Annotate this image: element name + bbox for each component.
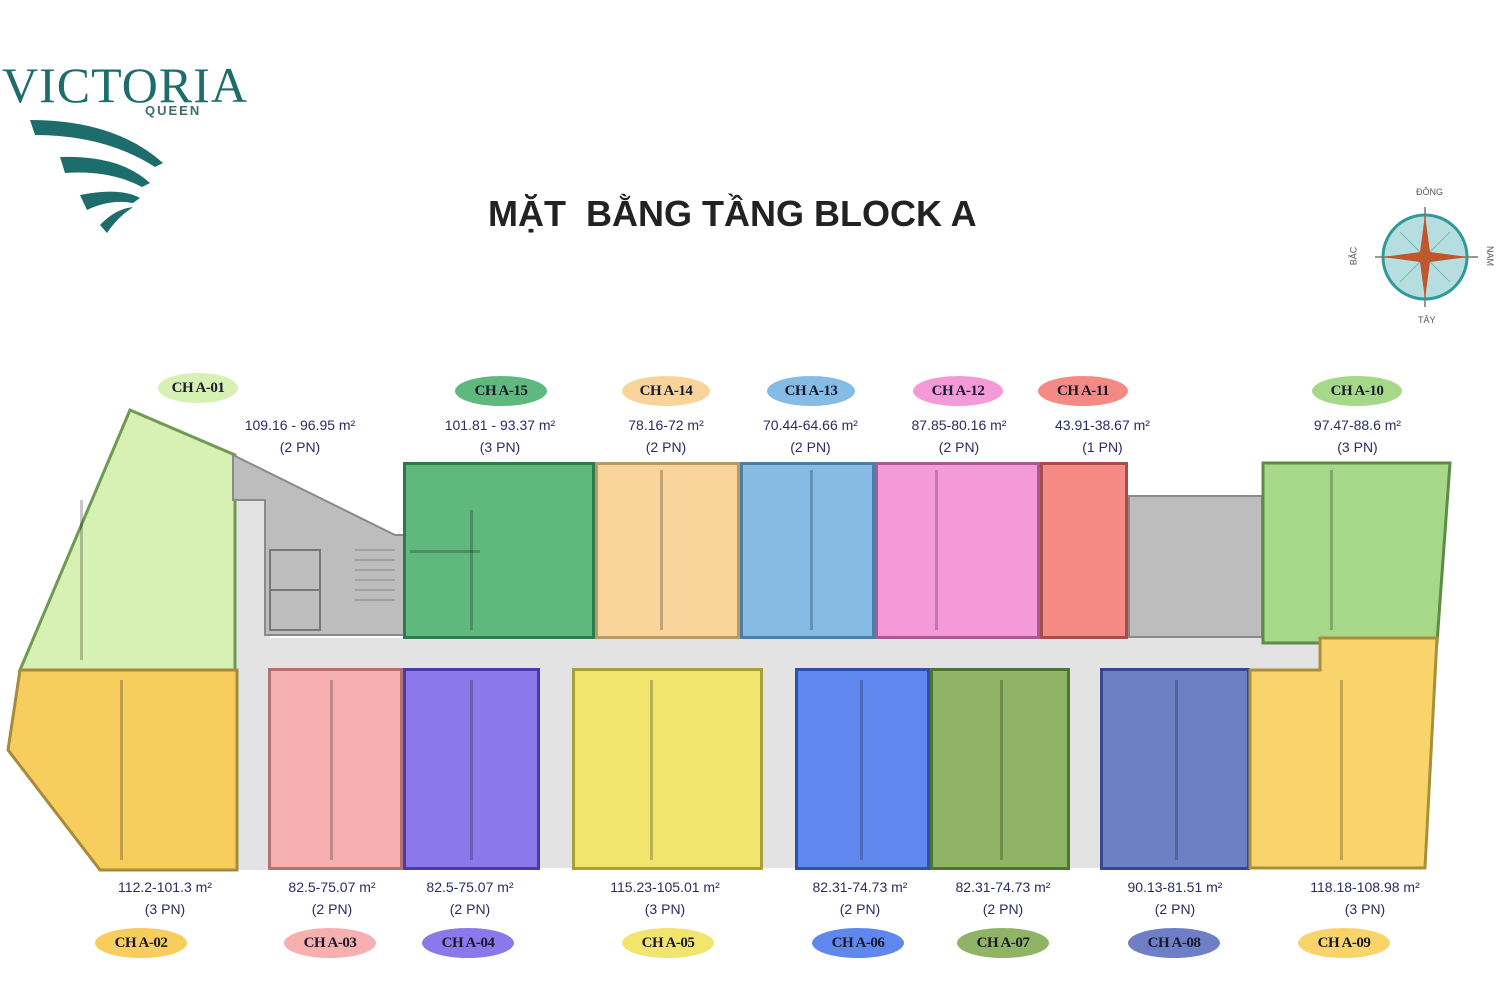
light-well-2 [763, 668, 795, 868]
compass-label-right: NAM [1485, 246, 1495, 266]
unit-label-ch-a-02: CH A-02 [95, 928, 187, 958]
unit-ch-a-11[interactable] [1040, 462, 1128, 639]
unit-ch-a-12[interactable] [875, 462, 1040, 639]
unit-ch-a-10-shape[interactable] [1255, 455, 1455, 650]
unit-info-ch-a-11: 43.91-38.67 m²(1 PN) [1055, 417, 1150, 455]
unit-label-ch-a-03: CH A-03 [284, 928, 376, 958]
unit-label-ch-a-08: CH A-08 [1128, 928, 1220, 958]
unit-ch-a-03[interactable] [268, 668, 403, 870]
unit-info-ch-a-04: 82.5-75.07 m²(2 PN) [426, 879, 514, 917]
page-title: MẶT BẰNG TẦNG BLOCK A [488, 193, 977, 234]
unit-ch-a-04[interactable] [403, 668, 540, 870]
unit-info-ch-a-08: 90.13-81.51 m²(2 PN) [1127, 879, 1223, 917]
logo-subtitle: QUEEN [145, 103, 202, 118]
compass-label-bottom: TÂY [1418, 315, 1436, 325]
unit-info-ch-a-01: 109.16 - 96.95 m²(2 PN) [244, 417, 356, 455]
unit-info-ch-a-13: 70.44-64.66 m²(2 PN) [763, 417, 858, 455]
unit-info-ch-a-02: 112.2-101.3 m²(3 PN) [118, 879, 212, 917]
unit-ch-a-05[interactable] [572, 668, 763, 870]
compass-icon [1375, 207, 1478, 307]
unit-label-ch-a-07: CH A-07 [957, 928, 1049, 958]
unit-info-ch-a-09: 118.18-108.98 m²(3 PN) [1310, 879, 1420, 917]
unit-info-ch-a-10: 97.47-88.6 m²(3 PN) [1313, 417, 1402, 455]
unit-label-ch-a-10: CH A-10 [1312, 376, 1402, 406]
compass-label-top: ĐÔNG [1416, 187, 1443, 197]
core-east [1128, 495, 1263, 638]
unit-info-ch-a-06: 82.31-74.73 m²(2 PN) [812, 879, 908, 917]
logo-wordmark: VICTORIA [2, 57, 248, 113]
unit-ch-a-09-shape[interactable] [1245, 635, 1445, 875]
unit-label-ch-a-05: CH A-05 [622, 928, 714, 958]
floor-plan [0, 400, 1500, 880]
compass-rose: ĐÔNG TÂY BẮC NAM [1348, 185, 1500, 325]
unit-info-ch-a-14: 78.16-72 m²(2 PN) [628, 417, 704, 455]
unit-label-ch-a-11: CH A-11 [1038, 376, 1128, 406]
unit-info-ch-a-07: 82.31-74.73 m²(2 PN) [955, 879, 1051, 917]
unit-ch-a-14[interactable] [595, 462, 740, 639]
unit-info-ch-a-03: 82.5-75.07 m²(2 PN) [288, 879, 376, 917]
logo-wing-icon [30, 120, 163, 233]
unit-label-ch-a-06: CH A-06 [812, 928, 904, 958]
unit-label-ch-a-04: CH A-04 [422, 928, 514, 958]
unit-label-ch-a-14: CH A-14 [622, 376, 710, 406]
corridor [235, 638, 1325, 670]
unit-info-ch-a-12: 87.85-80.16 m²(2 PN) [911, 417, 1007, 455]
unit-label-ch-a-12: CH A-12 [913, 376, 1003, 406]
light-well-1 [540, 668, 572, 868]
unit-ch-a-02-shape[interactable] [0, 665, 245, 875]
unit-info-ch-a-15: 101.81 - 93.37 m²(3 PN) [444, 417, 556, 455]
unit-label-ch-a-15: CH A-15 [455, 376, 547, 406]
light-well-3 [1070, 668, 1100, 868]
compass-label-left: BẮC [1348, 246, 1359, 266]
unit-label-ch-a-01: CH A-01 [158, 373, 238, 403]
unit-ch-a-07[interactable] [930, 668, 1070, 870]
core-west [232, 453, 406, 636]
unit-info-ch-a-05: 115.23-105.01 m²(3 PN) [610, 879, 720, 917]
unit-ch-a-06[interactable] [795, 668, 930, 870]
unit-ch-a-13[interactable] [740, 462, 875, 639]
unit-label-ch-a-13: CH A-13 [767, 376, 855, 406]
unit-ch-a-15[interactable] [403, 462, 595, 639]
unit-ch-a-08[interactable] [1100, 668, 1250, 870]
unit-label-ch-a-09: CH A-09 [1298, 928, 1390, 958]
